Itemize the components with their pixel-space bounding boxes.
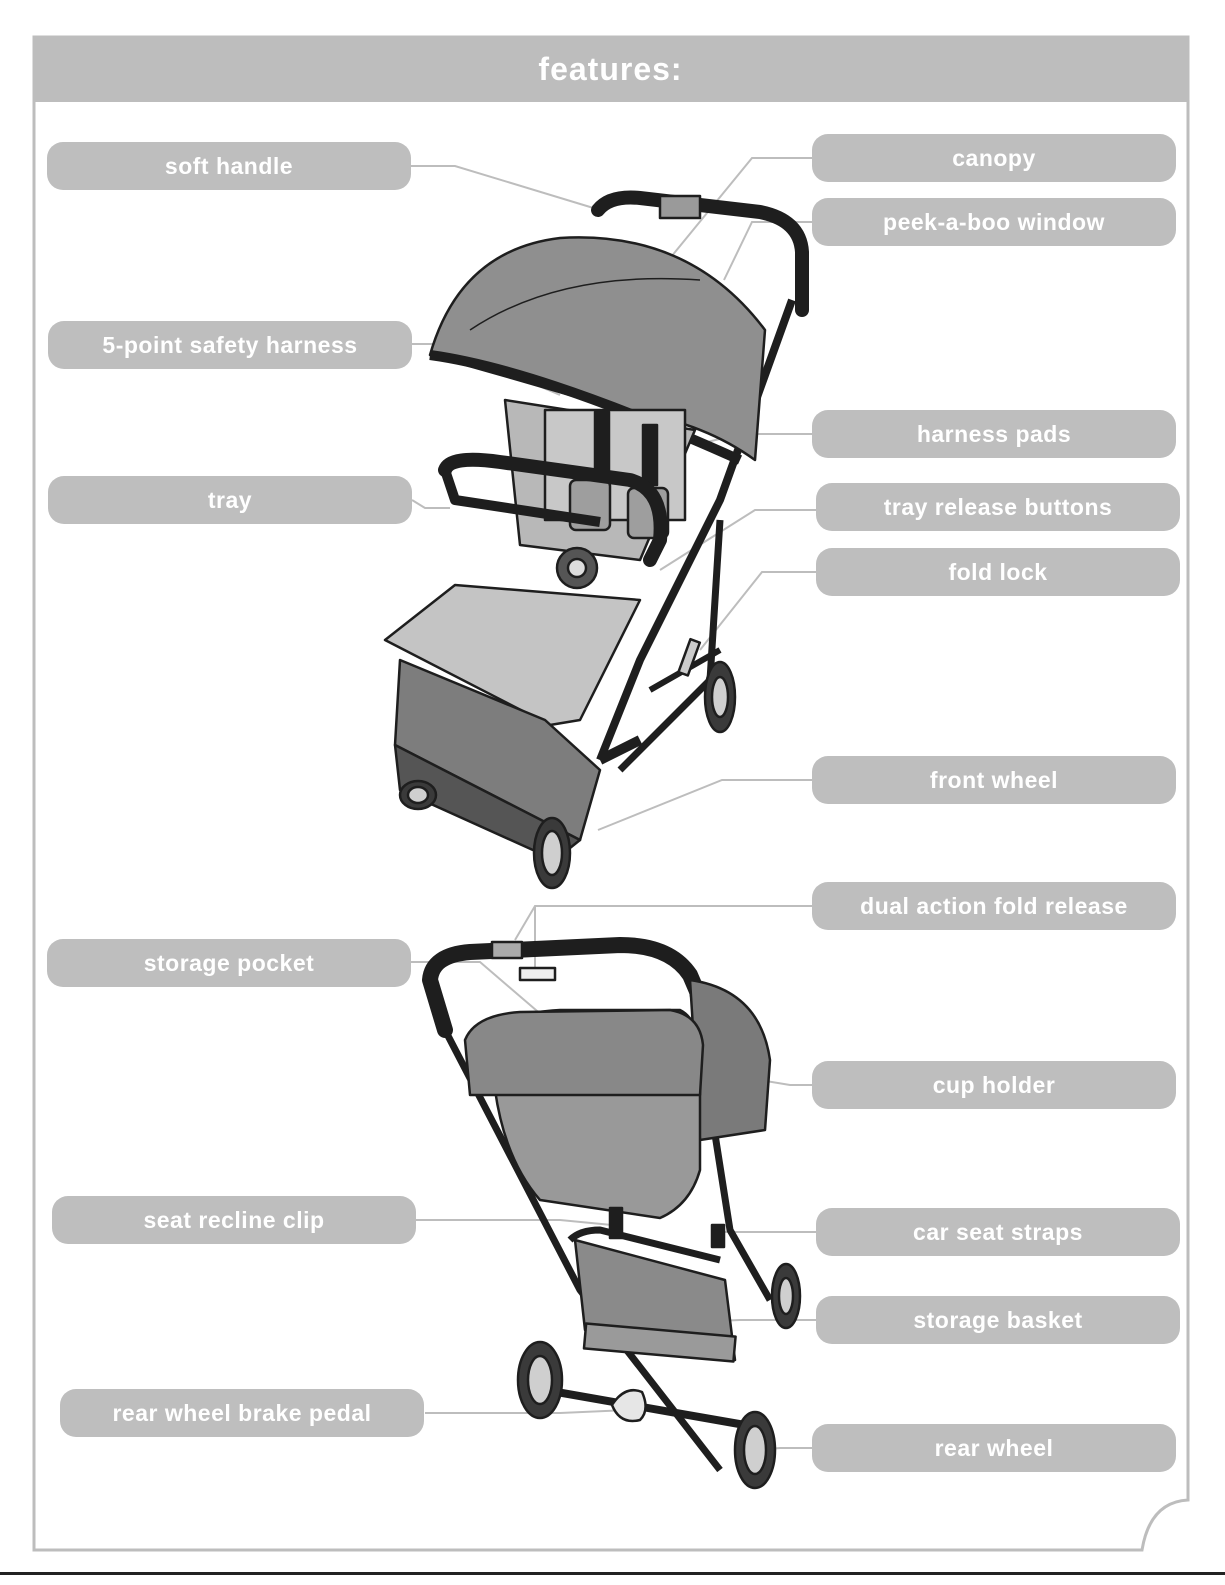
bottom-rule xyxy=(0,1572,1225,1575)
label-car-seat-straps: car seat straps xyxy=(816,1208,1180,1256)
label-storage-basket: storage basket xyxy=(816,1296,1180,1344)
leader-tray xyxy=(412,500,450,508)
label-soft-handle: soft handle xyxy=(47,142,411,190)
label-harness-pads: harness pads xyxy=(812,410,1176,458)
label-rear-wheel-brake-pedal: rear wheel brake pedal xyxy=(60,1389,424,1437)
label-tray-release-buttons: tray release buttons xyxy=(816,483,1180,531)
label-canopy: canopy xyxy=(812,134,1176,182)
label-peek-a-boo-window: peek-a-boo window xyxy=(812,198,1176,246)
stroller-rear-illustration xyxy=(430,942,800,1488)
label-safety-harness: 5-point safety harness xyxy=(48,321,412,369)
label-storage-pocket: storage pocket xyxy=(47,939,411,987)
stroller-front-illustration xyxy=(385,196,802,888)
leader-dual-fold-a xyxy=(515,906,812,940)
page-title: features: xyxy=(34,37,1187,102)
label-front-wheel: front wheel xyxy=(812,756,1176,804)
label-fold-lock: fold lock xyxy=(816,548,1180,596)
label-tray: tray xyxy=(48,476,412,524)
leader-front-wheel xyxy=(598,780,812,830)
label-dual-action-fold-release: dual action fold release xyxy=(812,882,1176,930)
brake-pedal xyxy=(612,1390,646,1421)
label-cup-holder: cup holder xyxy=(812,1061,1176,1109)
label-rear-wheel: rear wheel xyxy=(812,1424,1176,1472)
fold-release-box xyxy=(660,196,700,218)
label-seat-recline-clip: seat recline clip xyxy=(52,1196,416,1244)
leader-soft-handle xyxy=(410,166,600,210)
storage-pocket-shape xyxy=(465,1010,703,1095)
leader-seat-recline xyxy=(415,1220,612,1225)
